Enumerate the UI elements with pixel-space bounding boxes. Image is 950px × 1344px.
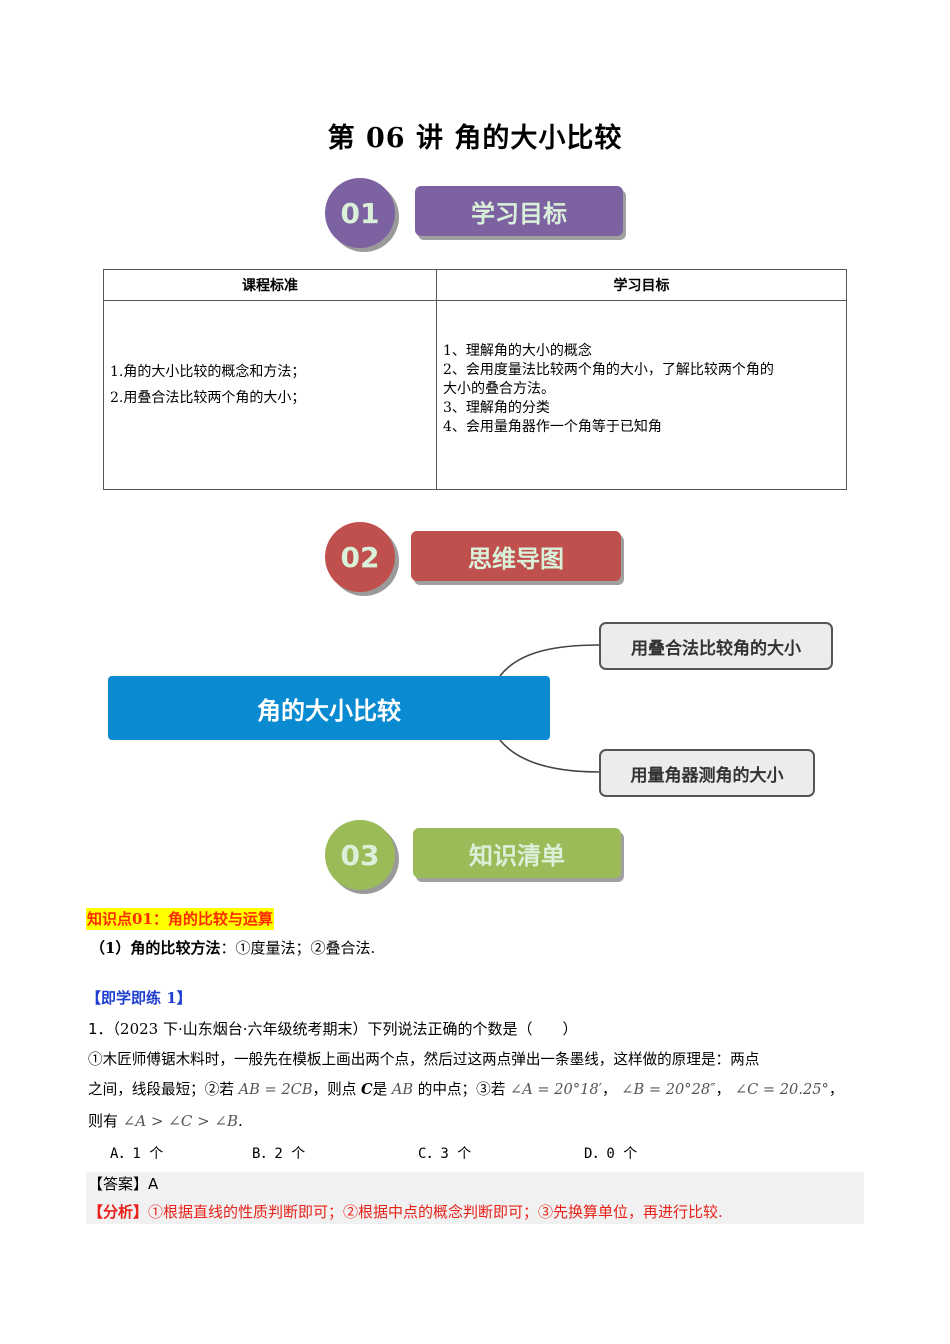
answer-label: 【答案】 <box>88 1175 149 1193</box>
section-number: 02 <box>340 540 380 574</box>
option-b: B．2 个 <box>252 1146 306 1162</box>
knowledge-point-title: 知识点01：角的比较与运算 <box>86 908 274 930</box>
answer-line: 【答案】A <box>88 1173 158 1195</box>
standards-cell: 1.角的大小比较的概念和方法； 2.用叠合法比较两个角的大小； <box>103 300 437 490</box>
goal-item: 2、会用度量法比较两个角的大小，了解比较两个角的 <box>443 361 774 378</box>
analysis-label: 【分析】 <box>88 1203 149 1221</box>
answer-value: A <box>148 1175 159 1193</box>
text: 之间，线段最短；②若 <box>88 1081 234 1098</box>
section-label: 学习目标 <box>471 199 567 228</box>
mind-map-root: 角的大小比较 <box>108 676 550 740</box>
section-label: 思维导图 <box>468 544 564 573</box>
standard-item: 2.用叠合法比较两个角的大小； <box>110 390 306 406</box>
section-label: 知识清单 <box>469 841 565 870</box>
text: 是 <box>372 1081 388 1098</box>
math-angle-a: ∠A = 20°18′ <box>509 1081 603 1098</box>
practice-heading: 【即学即练 1】 <box>86 989 192 1007</box>
math-ab: AB <box>391 1081 414 1098</box>
analysis-text: ①根据直线的性质判断即可；②根据中点的概念判断即可；③先换算单位，再进行比较. <box>148 1203 723 1221</box>
text: 的中点；③若 <box>417 1081 506 1098</box>
option-a: A．1 个 <box>110 1146 164 1162</box>
question-number: 1． <box>88 1020 113 1038</box>
table-header-standard: 课程标准 <box>103 269 437 301</box>
section-header-03: 03 知识清单 <box>325 820 625 890</box>
point-c: C <box>360 1081 373 1098</box>
question-line-2: 之间，线段最短；②若 AB = 2CB，则点 C是 AB 的中点；③若 ∠A =… <box>88 1081 844 1098</box>
standard-item: 1.角的大小比较的概念和方法； <box>110 364 306 380</box>
section-label-bar: 知识清单 <box>413 828 621 878</box>
goal-item: 3、理解角的分类 <box>443 399 550 416</box>
option-d: D．0 个 <box>584 1146 638 1162</box>
section-label-bar: 学习目标 <box>415 186 623 236</box>
methods-text: ：①度量法；②叠合法. <box>220 939 376 957</box>
objectives-table: 课程标准 学习目标 1.角的大小比较的概念和方法； 2.用叠合法比较两个角的大小… <box>103 269 847 490</box>
section-number: 03 <box>340 838 380 872</box>
answer-box <box>86 1172 864 1224</box>
page-title: 第 06 讲 角的大小比较 <box>327 123 623 154</box>
math-inequality: ∠A > ∠C > ∠B <box>122 1112 239 1130</box>
section-label-bar: 思维导图 <box>411 531 621 581</box>
question-line-1: ①木匠师傅锯木料时，一般先在模板上画出两个点，然后过这两点弹出一条墨线，这样做的… <box>88 1051 760 1068</box>
section-header-01: 01 学习目标 <box>325 178 625 248</box>
mind-map-branch-protractor: 用量角器测角的大小 <box>599 749 815 797</box>
goal-item: 4、会用量角器作一个角等于已知角 <box>443 418 662 435</box>
goal-item: 1、理解角的大小的概念 <box>443 342 592 359</box>
comparison-methods: （1）角的比较方法：①度量法；②叠合法. <box>90 937 375 959</box>
option-c: C．3 个 <box>418 1146 472 1162</box>
section-number-badge: 01 <box>325 178 395 248</box>
question-line-3: 则有 ∠A > ∠C > ∠B. <box>88 1112 243 1130</box>
section-number-badge: 03 <box>325 820 395 890</box>
question-source: （2023 下·山东烟台·六年级统考期末） <box>112 1020 368 1038</box>
math-angle-c: ∠C = 20.25° <box>734 1081 829 1098</box>
analysis-line: 【分析】①根据直线的性质判断即可；②根据中点的概念判断即可；③先换算单位，再进行… <box>88 1201 723 1223</box>
text: 则有 <box>88 1112 119 1130</box>
mind-map-branch-overlay: 用叠合法比较角的大小 <box>599 622 833 670</box>
goal-item: 大小的叠合方法。 <box>443 380 555 397</box>
math-angle-b: ∠B = 20°28″ <box>621 1081 716 1098</box>
section-header-02: 02 思维导图 <box>325 522 625 592</box>
question-stem: 1．（2023 下·山东烟台·六年级统考期末）下列说法正确的个数是（ ） <box>88 1018 578 1040</box>
section-number-badge: 02 <box>325 522 395 592</box>
goals-cell: 1、理解角的大小的概念 2、会用度量法比较两个角的大小，了解比较两个角的 大小的… <box>436 300 847 490</box>
question-text: 下列说法正确的个数是（ ） <box>367 1020 578 1038</box>
math-ab-eq-2cb: AB = 2CB <box>238 1081 313 1098</box>
methods-label: （1）角的比较方法 <box>90 939 221 957</box>
section-number: 01 <box>340 196 380 230</box>
text: ，则点 <box>312 1081 357 1098</box>
